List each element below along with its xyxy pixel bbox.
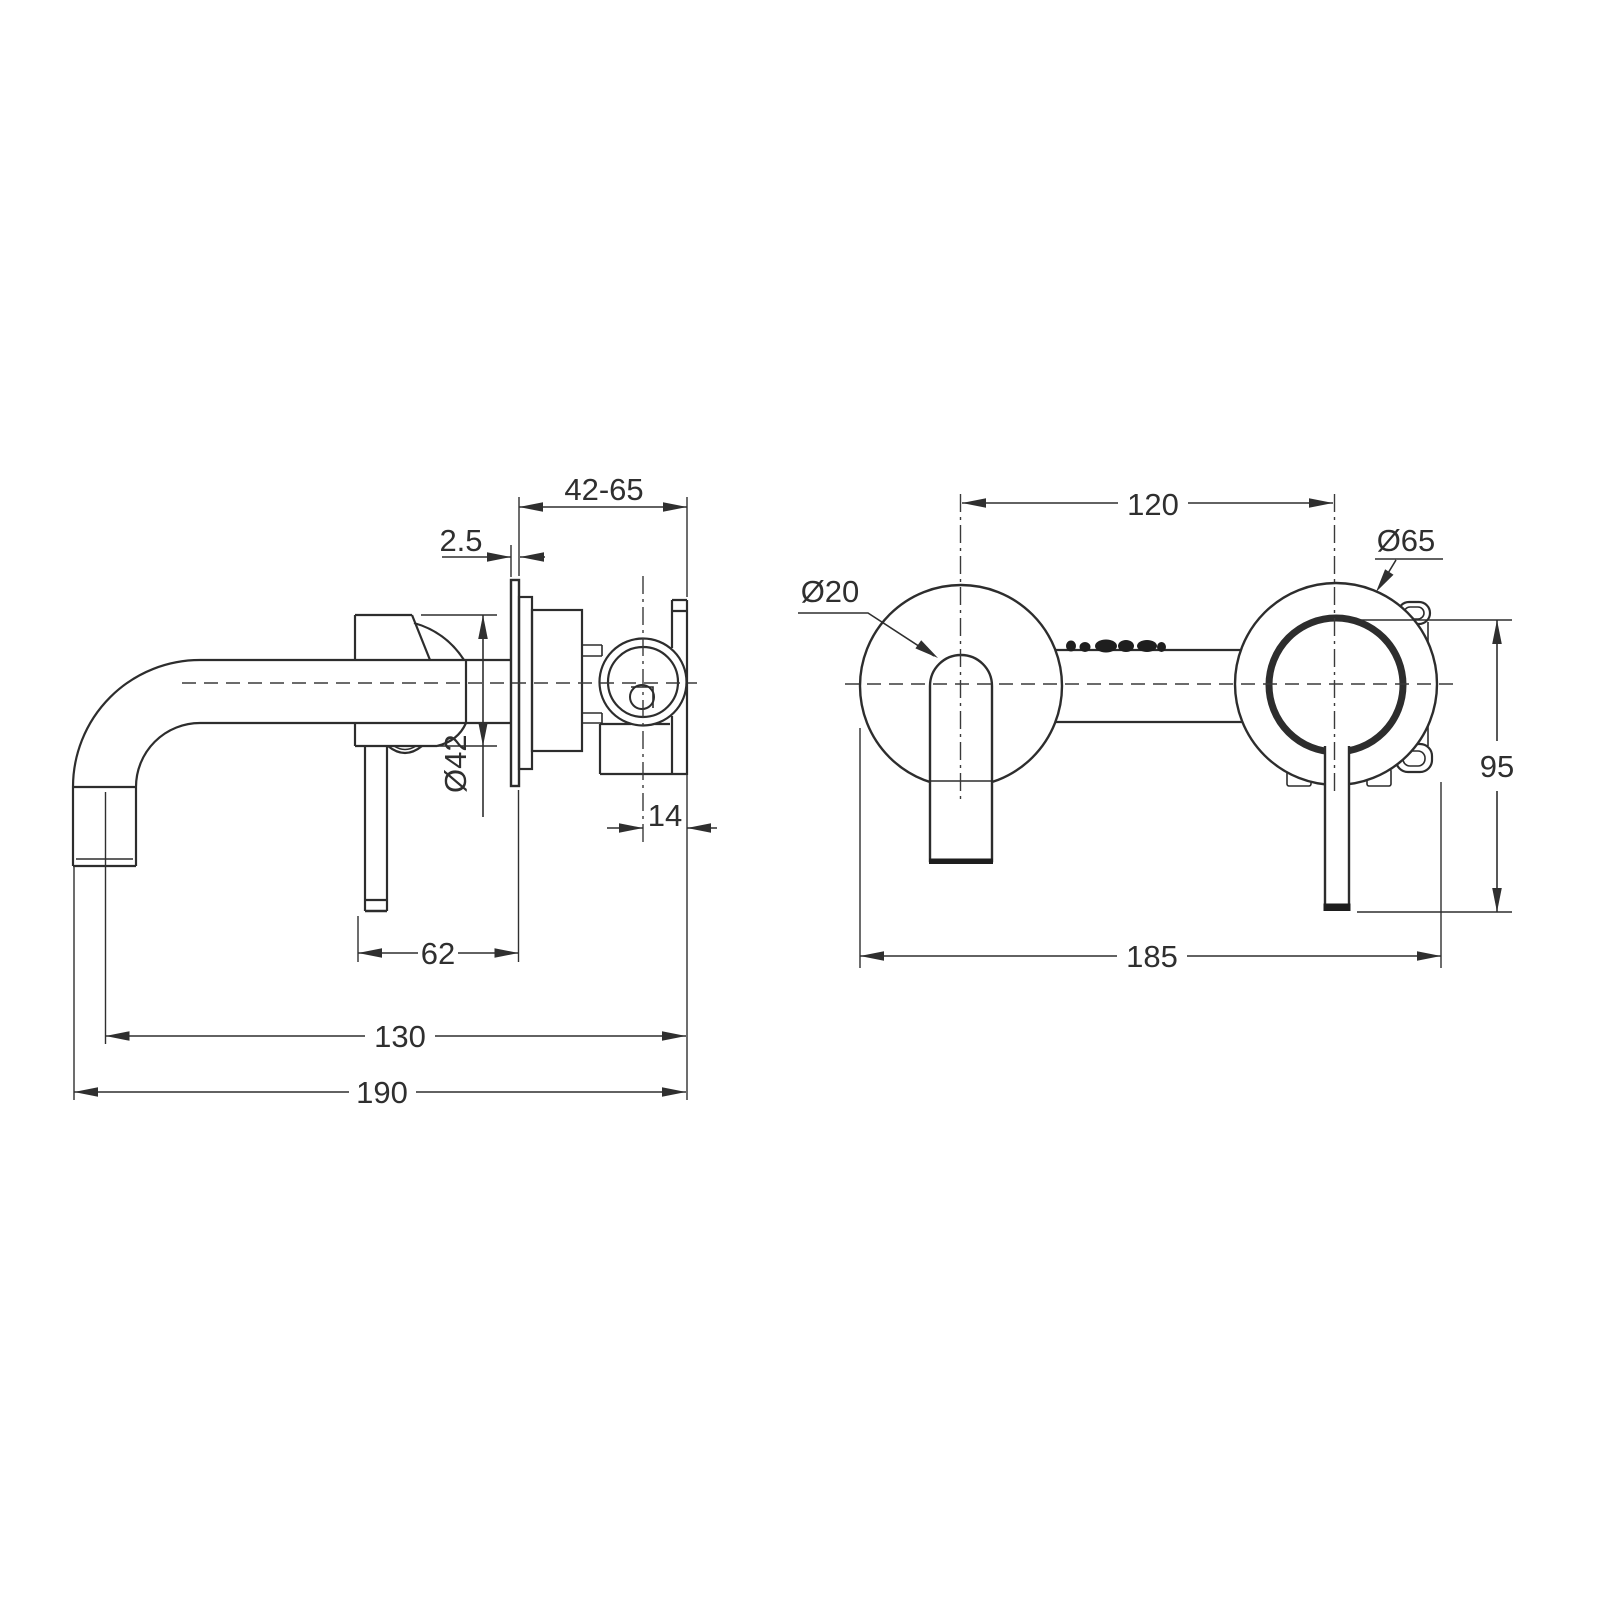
dim-overall-width: 185 [859, 728, 1442, 974]
dim-label-190: 190 [356, 1075, 408, 1110]
body-underside-boss [387, 745, 423, 755]
valve-screw-flat-side [631, 686, 654, 708]
dim-wall-depth-range: 42-65 [518, 472, 688, 597]
body-bar-front [1050, 648, 1245, 724]
valve-screw-circle-side [629, 684, 655, 710]
spout-tube-side [200, 658, 511, 725]
dim-centre-to-bracket: 14 [607, 775, 717, 843]
dim-body-diameter: Ø42 [421, 614, 497, 817]
dim-plate-thickness: 2.5 [439, 523, 545, 577]
inwall-cylinder-side [530, 608, 584, 753]
inlet-stubs-side [582, 644, 603, 724]
dim-label-dia65: Ø65 [1377, 523, 1436, 558]
dim-escutcheon-diameter: Ø65 [1375, 523, 1443, 592]
spout-bend-side [71, 658, 201, 868]
dim-label-2-5: 2.5 [439, 523, 482, 558]
lever-end-cap-front [1323, 903, 1351, 911]
dim-outlet-centre-reach: 130 [104, 792, 688, 1100]
side-view: 42-65 2.5 Ø42 14 [71, 472, 717, 1110]
dim-overall-reach: 190 [73, 866, 686, 1110]
dim-label-42-65: 42-65 [564, 472, 643, 507]
dim-label-dia42: Ø42 [438, 734, 473, 793]
dim-lever-to-plate: 62 [357, 790, 520, 971]
dim-label-14: 14 [648, 798, 682, 833]
spout-end-cap-front [929, 858, 993, 864]
dim-handle-drop: 95 [1345, 619, 1514, 913]
brand-logo [1066, 639, 1166, 653]
lever-front-fill [1325, 740, 1349, 908]
lever-side [363, 746, 389, 911]
dim-spout-diameter: Ø20 [798, 574, 938, 658]
mixer-body-side [353, 613, 468, 748]
dim-hole-centres: 120 [962, 487, 1333, 522]
dim-label-130: 130 [374, 1019, 426, 1054]
dim-label-62: 62 [421, 936, 455, 971]
dim-label-dia20: Ø20 [801, 574, 860, 609]
lever-front [1323, 746, 1351, 908]
body-underside-boss-inner [393, 745, 417, 751]
dim-label-95: 95 [1480, 749, 1514, 784]
dim-label-185: 185 [1126, 939, 1178, 974]
front-view: 120 Ø20 Ø65 95 185 [798, 487, 1514, 974]
dim-label-120: 120 [1127, 487, 1179, 522]
